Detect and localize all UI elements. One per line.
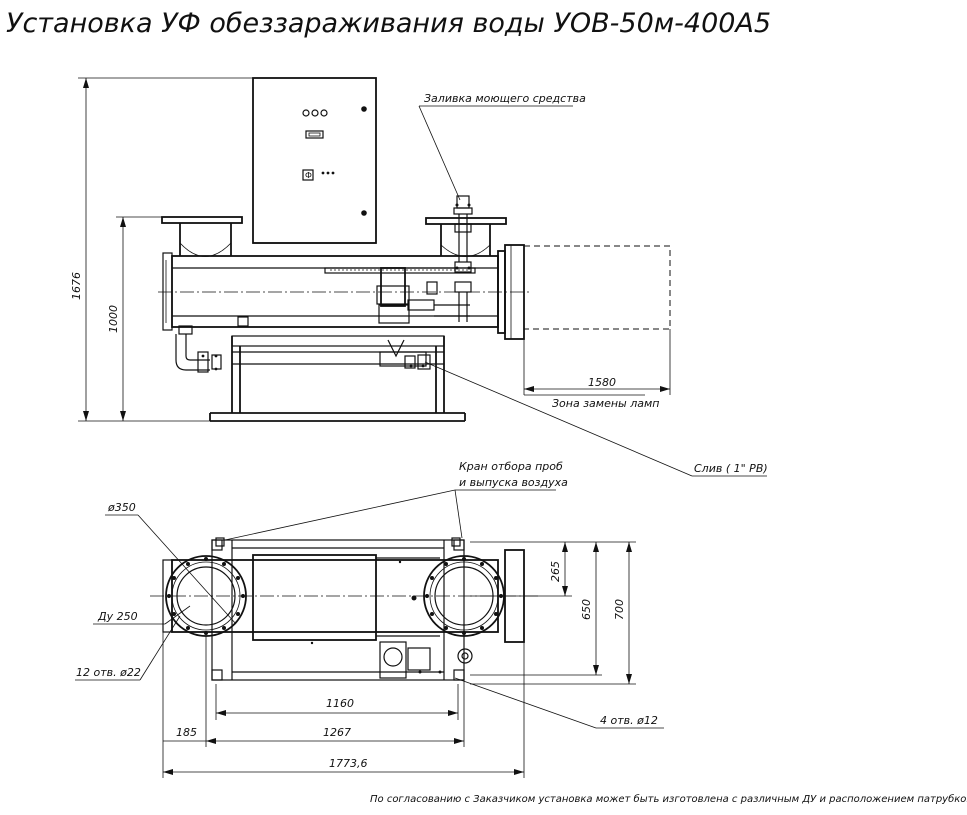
label-holes4: 4 отв. ø12: [600, 714, 658, 727]
front-view: Ф: [70, 77, 768, 477]
label-holes12: 12 отв. ø22: [76, 666, 141, 679]
detergent-pipe: [453, 195, 473, 322]
dim-650: 650: [580, 599, 593, 620]
control-cabinet: Ф: [252, 77, 377, 244]
drawing-title: Установка УФ обеззараживания воды УОВ-50…: [6, 8, 771, 39]
support-frame: [178, 316, 466, 422]
label-du250: Ду 250: [97, 610, 138, 623]
label-sample-valve-1: Кран отбора проб: [459, 460, 563, 473]
footnote: По согласованию с Заказчиком установка м…: [370, 793, 967, 805]
front-dimensions: [78, 77, 671, 422]
label-detergent-fill: Заливка моющего средства: [424, 92, 586, 105]
leader-d350: [137, 514, 237, 625]
label-lamp-zone: Зона замены ламп: [552, 397, 660, 410]
dim-185: 185: [176, 726, 197, 739]
label-d350: ø350: [107, 501, 136, 514]
leader-drain: [424, 361, 693, 477]
top-bottom-dimensions: [162, 632, 525, 778]
cleaning-drive: [376, 267, 470, 324]
uv-chamber: [158, 244, 671, 340]
svg-text:Ф: Ф: [305, 171, 312, 180]
left-nozzle: [161, 216, 243, 257]
dim-1267: 1267: [323, 726, 351, 739]
dim-1773: 1773,6: [329, 757, 368, 770]
top-valves: [215, 537, 473, 679]
top-view: ø350 Ду 250 12 отв. ø22 Кран отбора проб…: [75, 460, 664, 778]
top-cabinet: [252, 554, 377, 641]
leader-detergent: [418, 105, 461, 201]
dim-1580: 1580: [588, 376, 616, 389]
top-right-dimensions: [470, 541, 636, 685]
label-drain: Слив ( 1" РВ): [694, 462, 768, 475]
drain-piping: [175, 334, 431, 373]
dim-1160: 1160: [326, 697, 354, 710]
top-frame: [211, 539, 465, 681]
leader-holes4: [454, 677, 597, 729]
dim-1000: 1000: [107, 305, 120, 333]
dim-265: 265: [549, 561, 562, 582]
dim-1676: 1676: [70, 272, 83, 300]
label-sample-valve-2: и выпуска воздуха: [459, 476, 568, 489]
dim-700: 700: [613, 599, 626, 620]
